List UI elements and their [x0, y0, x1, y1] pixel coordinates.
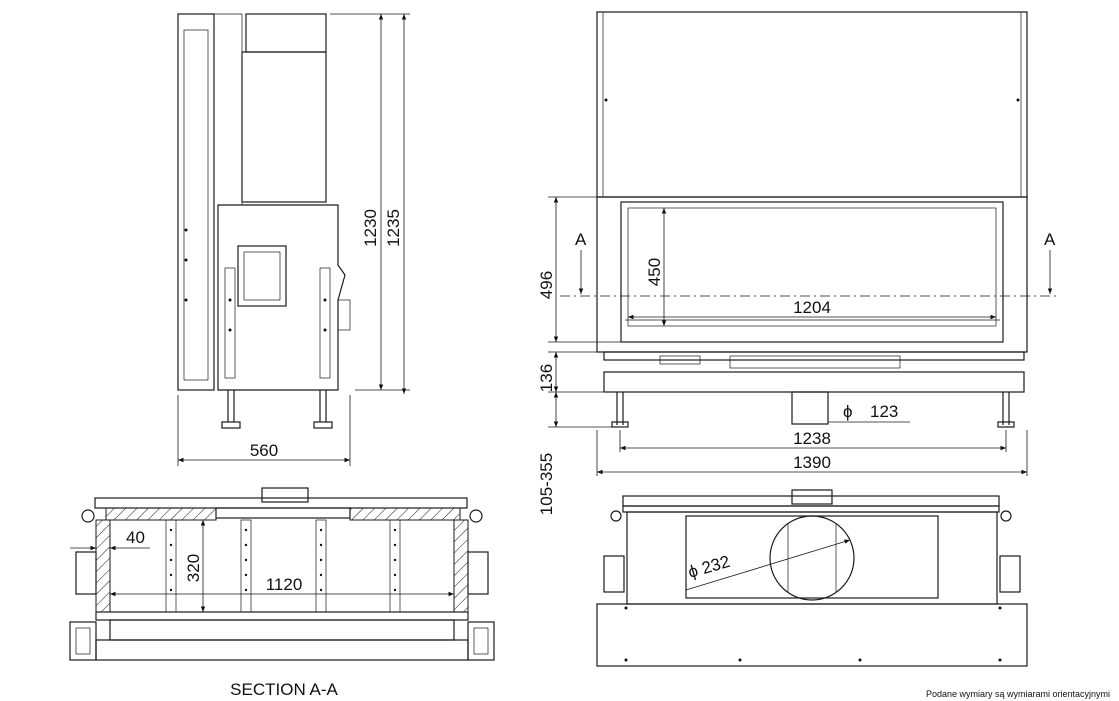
side-upper-chimney: [241, 51, 327, 203]
top-view: ϕ 232: [596, 489, 1028, 667]
front-plinth: [603, 371, 1025, 393]
dim-560: 560: [250, 441, 278, 460]
section-glass-door: [95, 639, 469, 661]
side-firebox-body: [217, 204, 346, 391]
dim-1204: 1204: [793, 298, 831, 317]
side-view: 1230 1235 560: [177, 13, 410, 466]
dim-1390: 1390: [793, 453, 831, 472]
side-back-panel: [177, 13, 215, 391]
top-flue-circle: [769, 515, 855, 601]
dim-450: 450: [645, 258, 664, 286]
top-firebox-outline: [626, 511, 998, 605]
section-caption: SECTION A-A: [230, 680, 338, 699]
dim-1238: 1238: [793, 429, 831, 448]
dim-1235: 1235: [384, 209, 403, 247]
front-glass-door: [620, 201, 1004, 343]
front-upper-hood: [596, 11, 1028, 198]
dim-320: 320: [184, 554, 203, 582]
dim-phi-232: ϕ 232: [686, 552, 732, 582]
dim-1230: 1230: [361, 209, 380, 247]
section-left-wall: [95, 519, 111, 613]
section-right-wall: [453, 519, 469, 613]
front-view: A A 496 450 1204 136 105-355 ϕ 123 1238: [537, 11, 1060, 515]
dim-40: 40: [126, 528, 145, 547]
section-mark-a-right: A: [1044, 230, 1056, 249]
section-top-collar: [261, 487, 309, 503]
front-air-duct: [791, 391, 829, 425]
top-plinth: [596, 603, 1028, 667]
dim-105-355: 105-355: [537, 453, 556, 515]
side-inspection-hatch: [237, 245, 287, 307]
section-mark-a-left: A: [575, 230, 587, 249]
footnote: Podane wymiary są wymiarami orientacyjny…: [926, 689, 1110, 699]
phi-symbol-123: ϕ: [843, 402, 853, 421]
dim-123: 123: [870, 402, 898, 421]
dim-136: 136: [537, 364, 556, 392]
section-a-a-view: 40 320 1120 SECTION A-A: [69, 487, 495, 699]
side-flue-outlet: [245, 13, 327, 53]
dim-1120: 1120: [266, 575, 303, 594]
top-collar: [791, 489, 833, 505]
dim-496: 496: [537, 271, 556, 299]
